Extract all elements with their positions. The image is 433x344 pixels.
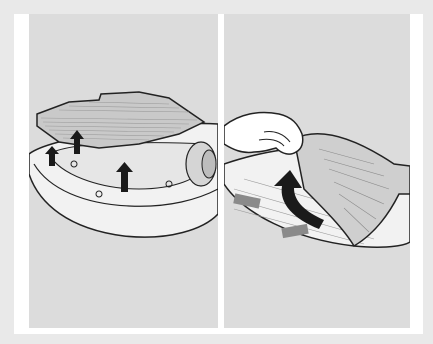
peel-cloth-illustration [224, 14, 410, 328]
panel-peel-cloth [224, 14, 410, 328]
panel-remove-pad [29, 14, 218, 328]
remove-pad-illustration [29, 14, 218, 328]
hand [224, 113, 303, 155]
roller-cap [202, 150, 216, 178]
